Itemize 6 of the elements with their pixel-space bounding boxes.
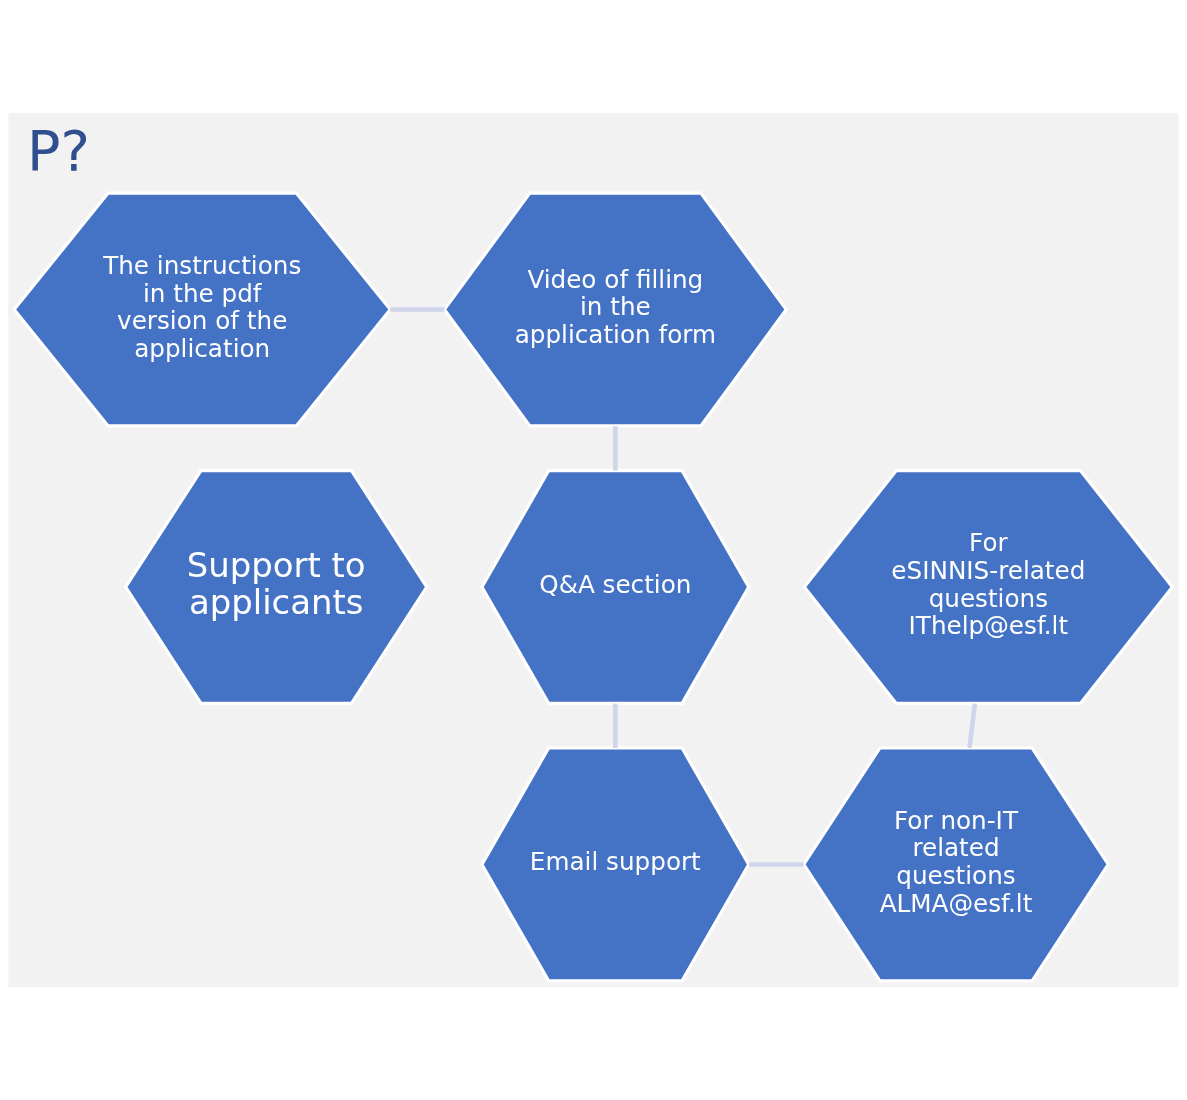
diagram-title: P? (27, 117, 90, 183)
connector (749, 862, 804, 867)
connector (967, 703, 978, 749)
connector (613, 703, 618, 749)
connector (390, 307, 445, 312)
connector (613, 426, 618, 471)
